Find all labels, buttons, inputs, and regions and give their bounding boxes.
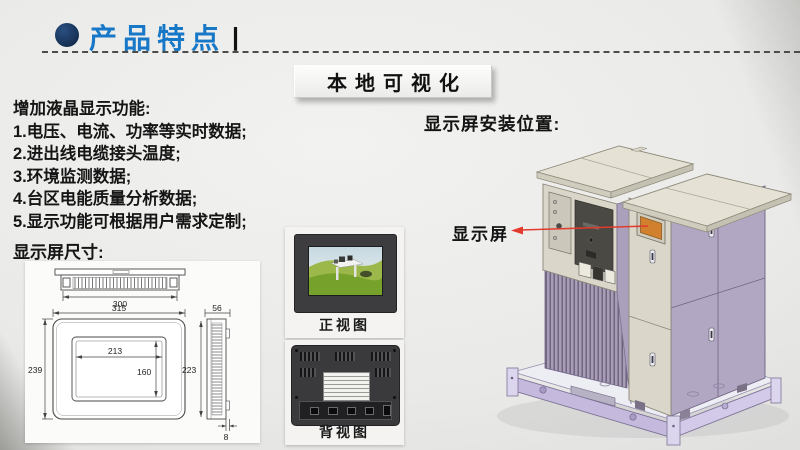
feature-item: 3.环境监测数据; (13, 167, 132, 186)
feature-item: 2.进出线电缆接头温度; (13, 145, 181, 164)
port-strip (299, 401, 392, 420)
feature-list: 增加液晶显示功能: 1.电压、电流、功率等实时数据; 2.进出线电缆接头温度; … (13, 98, 288, 264)
vent-grille (335, 352, 355, 361)
feature-item: 1.电压、电流、功率等实时数据; (13, 122, 247, 141)
back-view-caption: 背视图 (319, 425, 370, 441)
usb-port (328, 406, 338, 415)
display-screen-label: 显示屏 (452, 225, 509, 244)
svg-text:315: 315 (112, 303, 126, 313)
svg-text:213: 213 (108, 346, 122, 356)
left-roof (535, 145, 695, 199)
top-view (54, 268, 186, 291)
feature-item: 4.台区电能质量分析数据; (13, 190, 198, 209)
svg-text:223: 223 (182, 365, 196, 375)
usb-port (364, 406, 375, 415)
screw-icon (393, 349, 396, 352)
dimension-drawing: 300 315 239 213 160 (28, 268, 237, 442)
front-view-caption: 正视图 (319, 318, 370, 334)
hv-compartment (542, 183, 618, 293)
feature-heading: 增加液晶显示功能: (13, 100, 151, 118)
right-roof (621, 173, 793, 233)
vent-grille (375, 368, 391, 377)
ethernet-port (383, 405, 391, 416)
svg-text:160: 160 (137, 367, 151, 377)
display-back-photo (291, 345, 400, 426)
dim-300: 300 (62, 291, 178, 309)
vent-grille (300, 352, 320, 361)
usb-port (310, 406, 320, 415)
svg-text:8: 8 (224, 432, 229, 442)
screw-icon (393, 396, 396, 399)
screw-icon (295, 396, 298, 399)
dim-160: 160 (137, 341, 158, 397)
section-banner: 本地可视化 (294, 65, 492, 98)
usb-port (346, 406, 356, 415)
install-position-heading: 显示屏安装位置: (424, 114, 561, 134)
dim-8: 8 (218, 419, 237, 442)
spec-label (323, 372, 370, 401)
dim-223: 223 (182, 321, 203, 417)
front-view (52, 318, 186, 420)
lv-compartment-front (628, 197, 672, 417)
feature-item: 5.显示功能可根据用户需求定制; (13, 212, 247, 231)
front-view-photo-card: 正视图 (285, 227, 404, 338)
dim-213: 213 (76, 346, 162, 359)
bullet-circle-icon (55, 23, 79, 47)
cabinet-3d-render (497, 145, 793, 446)
arrow-to-display (511, 225, 649, 235)
vent-grille (371, 352, 391, 361)
dimension-drawing-panel: 300 315 239 213 160 (25, 261, 260, 443)
screw-icon (295, 349, 298, 352)
title-separator-bar: | (232, 23, 239, 51)
vent-grille (300, 368, 316, 377)
svg-text:239: 239 (28, 365, 42, 375)
screen-size-heading: 显示屏尺寸: (13, 242, 104, 262)
section-banner-label: 本地可视化 (327, 71, 467, 95)
display-screen-content (308, 246, 383, 296)
display-screen (640, 215, 662, 241)
base-skid (506, 367, 782, 446)
page-title: 产品特点 (89, 23, 226, 54)
dim-315: 315 (52, 303, 186, 317)
back-view-photo-card: 背视图 (285, 340, 404, 445)
dim-56: 56 (204, 303, 231, 317)
side-view (206, 318, 230, 420)
dim-239: 239 (28, 318, 53, 420)
header-dashed-rule (42, 51, 800, 53)
svg-text:300: 300 (113, 299, 127, 309)
cabinet-feet (570, 383, 747, 420)
display-front-photo (294, 234, 397, 313)
svg-text:56: 56 (212, 303, 222, 313)
